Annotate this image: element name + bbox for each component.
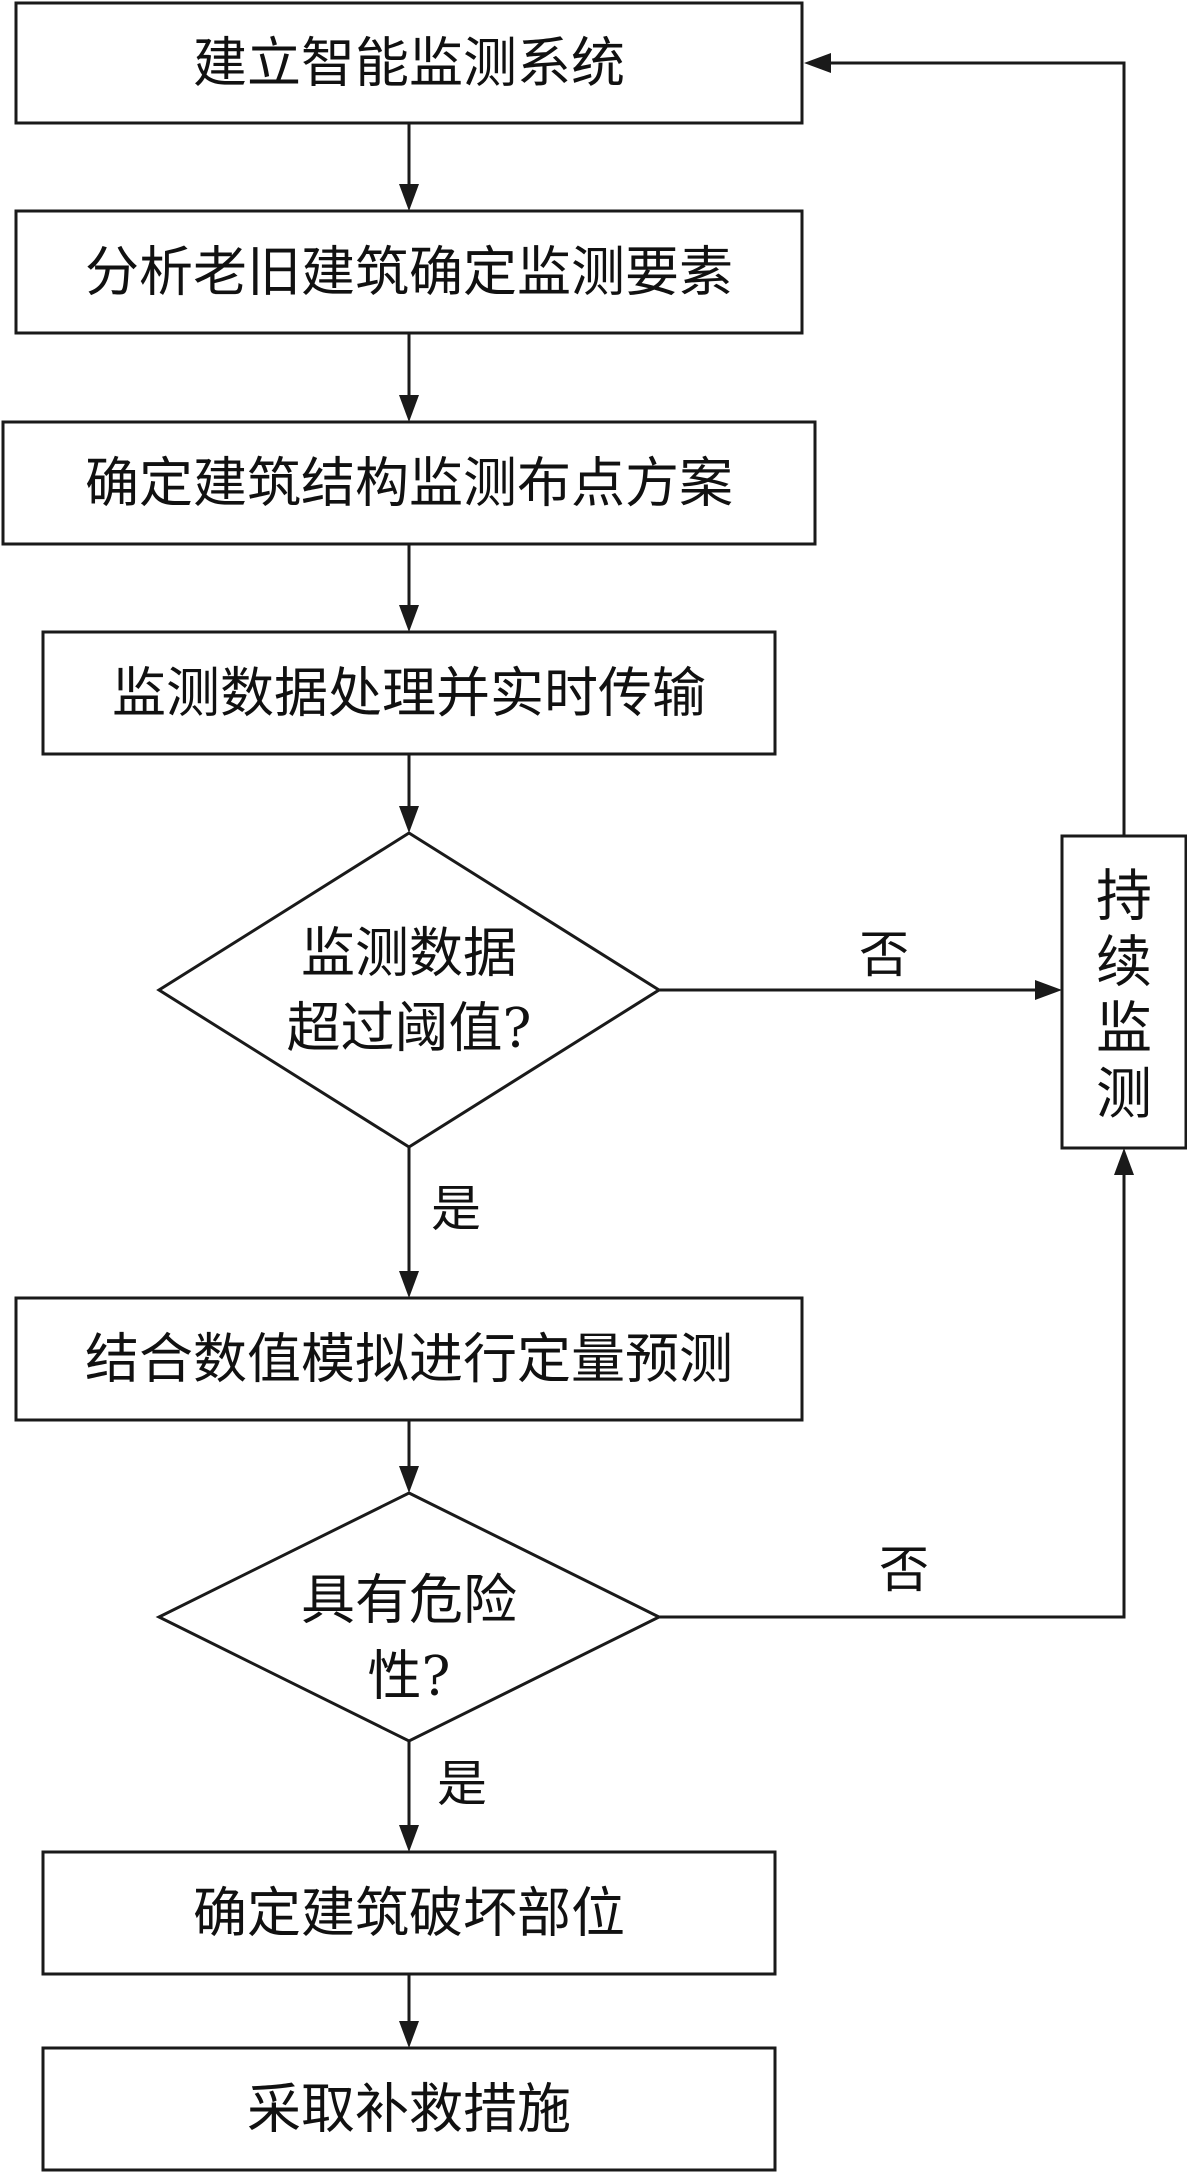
step-locate-damage: 确定建筑破坏部位	[41, 1850, 777, 1976]
step-numeric-simulation: 结合数值模拟进行定量预测	[14, 1296, 804, 1422]
step-process-data: 监测数据处理并实时传输	[41, 630, 777, 756]
side-char-2: 续	[1096, 931, 1152, 996]
step-analyze-building-box	[14, 209, 804, 335]
step-build-system: 建立智能监测系统	[14, 1, 804, 125]
side-char-3: 监	[1096, 997, 1152, 1062]
arrowhead-threshold-yes	[399, 1271, 419, 1298]
arrowhead-4	[399, 806, 419, 833]
step-process-data-label: 监测数据处理并实时传输	[112, 662, 706, 725]
edge-label-threshold-yes: 是	[431, 1180, 481, 1238]
edge-label-danger-no: 否	[879, 1541, 929, 1599]
step-locate-damage-box	[41, 1850, 777, 1976]
step-numeric-simulation-box	[14, 1296, 804, 1422]
arrowhead-danger-yes	[399, 1825, 419, 1852]
step-locate-damage-label: 确定建筑破坏部位	[193, 1882, 625, 1945]
decision-danger-line2: 性?	[368, 1645, 451, 1708]
connector-2	[399, 333, 419, 422]
connector-5	[399, 1420, 419, 1493]
step-process-data-box	[41, 630, 777, 756]
arrowhead-danger-no	[1114, 1148, 1134, 1175]
step-build-system-box	[14, 1, 804, 125]
decision-threshold: 监测数据 超过阈值?	[156, 831, 662, 1149]
connector-3	[399, 544, 419, 632]
arrowhead-5	[399, 1466, 419, 1493]
decision-threshold-line2: 超过阈值?	[287, 997, 532, 1060]
arrowhead-loop-back	[804, 53, 831, 73]
connector-danger-no	[659, 1148, 1134, 1619]
side-char-4: 测	[1096, 1063, 1152, 1128]
connector-1	[399, 123, 419, 211]
decision-danger-line1: 具有危险	[301, 1569, 517, 1632]
step-analyze-building: 分析老旧建筑确定监测要素	[14, 209, 804, 335]
connector-threshold-yes	[399, 1147, 419, 1298]
arrowhead-1	[399, 184, 419, 211]
step-layout-plan-label: 确定建筑结构监测布点方案	[85, 452, 733, 515]
side-char-1: 持	[1096, 865, 1152, 930]
step-layout-plan: 确定建筑结构监测布点方案	[1, 420, 817, 546]
side-continuous-monitoring: 持 续 监 测	[1060, 834, 1187, 1150]
edge-label-threshold-no: 否	[859, 926, 909, 984]
step-remedial-measures-label: 采取补救措施	[247, 2078, 571, 2141]
edge-label-danger-yes: 是	[437, 1755, 487, 1813]
step-remedial-measures-box	[41, 2046, 777, 2172]
decision-threshold-diamond	[156, 831, 662, 1149]
arrowhead-threshold-no	[1035, 980, 1062, 1000]
arrowhead-3	[399, 605, 419, 632]
connector-4	[399, 754, 419, 833]
step-numeric-simulation-label: 结合数值模拟进行定量预测	[85, 1328, 733, 1391]
step-remedial-measures: 采取补救措施	[41, 2046, 777, 2172]
step-build-system-label: 建立智能监测系统	[193, 32, 625, 95]
arrowhead-2	[399, 395, 419, 422]
decision-danger: 具有危险 性?	[155, 1491, 663, 1743]
connector-6	[399, 1974, 419, 2048]
step-analyze-building-label: 分析老旧建筑确定监测要素	[85, 241, 733, 304]
connector-threshold-no	[659, 980, 1062, 1000]
connector-danger-yes	[399, 1741, 419, 1852]
arrowhead-6	[399, 2021, 419, 2048]
decision-threshold-line1: 监测数据	[301, 922, 517, 985]
connector-loop-back	[804, 53, 1126, 836]
